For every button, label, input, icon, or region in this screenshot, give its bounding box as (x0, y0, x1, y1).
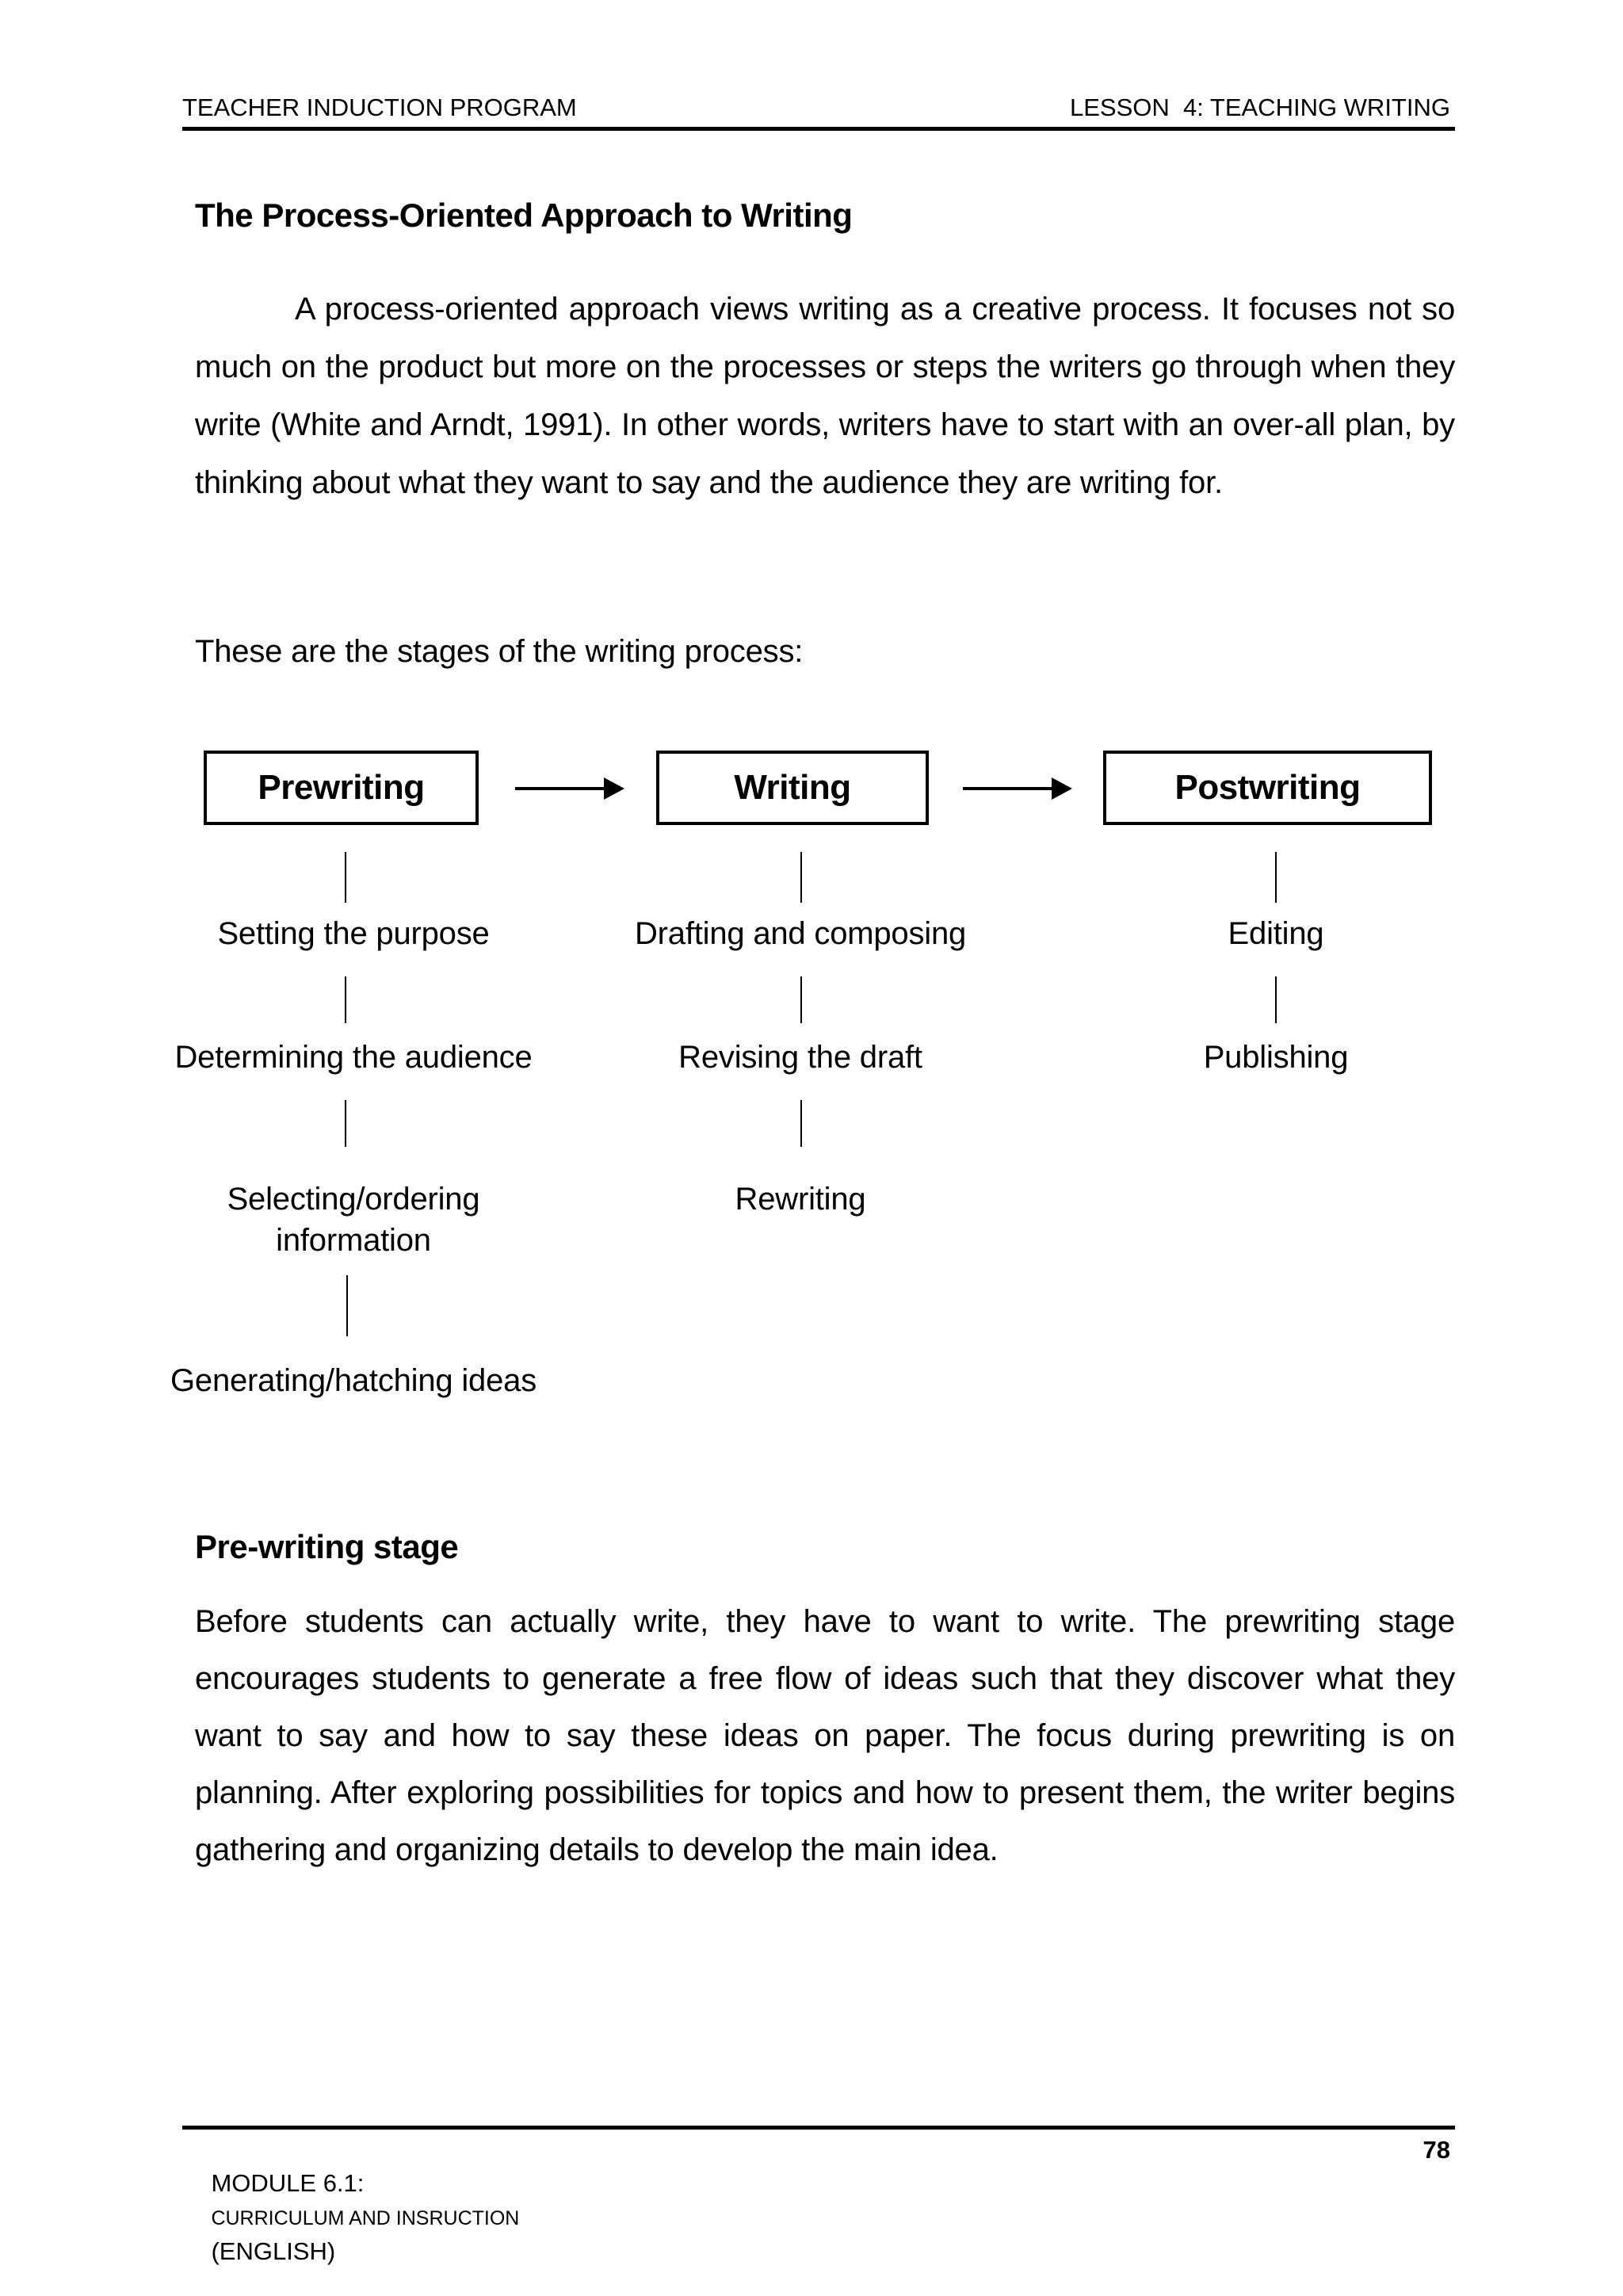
prewriting-stage-heading: Pre-writing stage (195, 1528, 459, 1565)
step-label-revising-the-draft: Revising the draft (678, 1040, 922, 1075)
step-label-publishing: Publishing (1203, 1040, 1349, 1075)
right-arrow-icon (963, 777, 1072, 800)
connector-line (345, 976, 346, 1023)
right-arrow-icon (515, 777, 624, 800)
flow-box-prewriting-label: Prewriting (258, 768, 425, 807)
header-left-text: TEACHER INDUCTION PROGRAM (182, 94, 577, 121)
arrow-head (604, 777, 624, 800)
stages-intro-text: These are the stages of the writing proc… (195, 634, 804, 669)
connector-line (800, 852, 802, 903)
flow-box-prewriting: Prewriting (204, 751, 479, 825)
step-label-drafting-and-composing: Drafting and composing (634, 916, 967, 951)
flow-box-postwriting-label: Postwriting (1174, 768, 1361, 807)
connector-line (800, 1100, 802, 1147)
connector-line (345, 852, 346, 903)
arrow-shaft (963, 787, 1055, 790)
step-label-determining-the-audience: Determining the audience (174, 1040, 533, 1075)
connector-line (1275, 976, 1277, 1023)
intro-paragraph: A process-oriented approach views writin… (195, 292, 1455, 500)
footer-module-suffix: (ENGLISH) (211, 2237, 336, 2265)
footer-rule (182, 2126, 1455, 2130)
connector-line (800, 976, 802, 1023)
step-label-selecting-ordering-information: Selecting/ordering information (227, 1182, 480, 1258)
step-label-generating-hatching-ideas: Generating/hatching ideas (170, 1363, 537, 1398)
header-right-text: LESSON 4: TEACHING WRITING (1069, 94, 1450, 121)
connector-line (345, 1100, 346, 1147)
connector-line (1275, 852, 1277, 903)
footer-module-prefix: MODULE 6.1: (211, 2169, 365, 2197)
footer-module-text: MODULE 6.1: CURRICULUM AND INSRUCTION (E… (184, 2134, 528, 2296)
section-title: The Process-Oriented Approach to Writing (195, 197, 853, 234)
header-rule (182, 127, 1455, 131)
step-label-rewriting: Rewriting (735, 1182, 866, 1217)
step-label-editing: Editing (1228, 916, 1324, 951)
flow-box-writing-label: Writing (734, 768, 851, 807)
footer-module-smallcaps: CURRICULUM AND INSRUCTION (211, 2207, 520, 2229)
page-number: 78 (1423, 2136, 1450, 2164)
flow-box-postwriting: Postwriting (1103, 751, 1432, 825)
connector-line (346, 1275, 348, 1336)
arrow-shaft (515, 787, 607, 790)
flow-box-writing: Writing (656, 751, 929, 825)
prewriting-paragraph: Before students can actually write, they… (195, 1604, 1455, 1867)
step-label-setting-the-purpose: Setting the purpose (217, 916, 490, 951)
arrow-head (1052, 777, 1072, 800)
